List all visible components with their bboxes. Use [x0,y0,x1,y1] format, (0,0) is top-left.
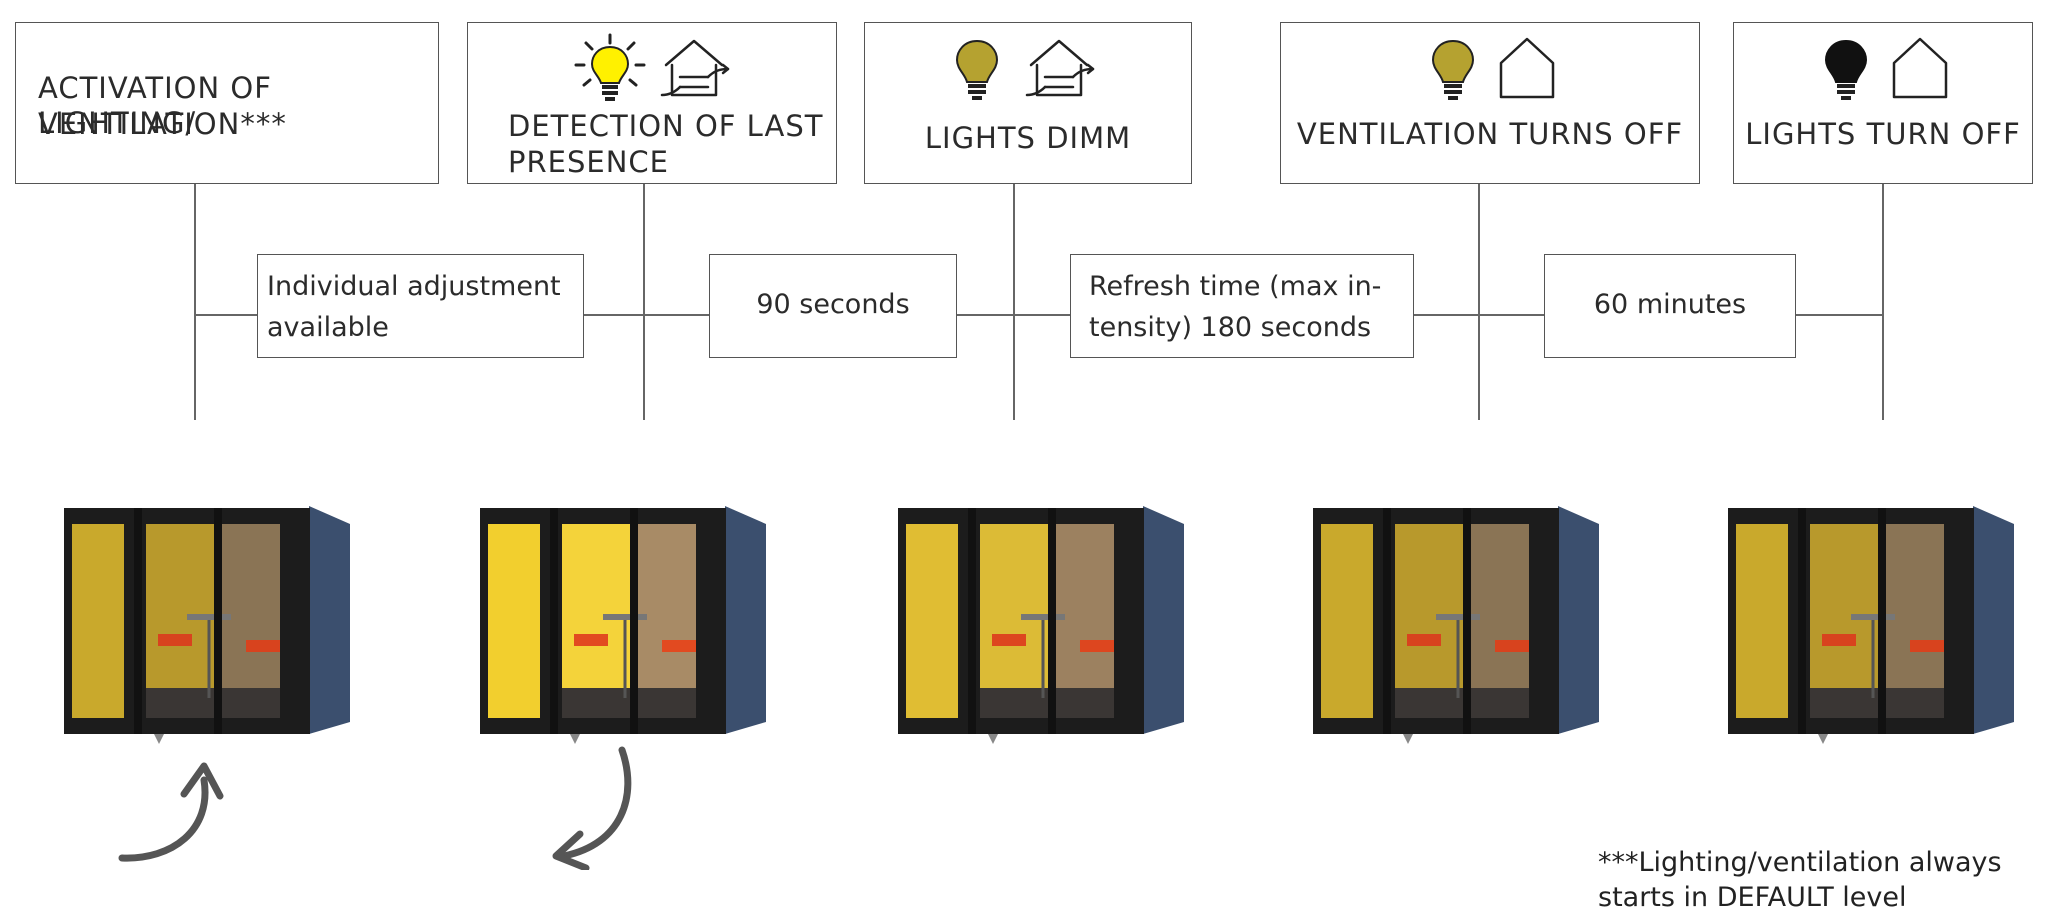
bulb-dimmed-icon [955,39,999,100]
booth-chair [158,634,192,646]
booth-illustration-3 [898,506,1184,744]
curved-arrow-down-icon [552,746,632,870]
booth-side-panel [725,506,766,734]
stage-label-line2: PRESENCE [508,145,669,179]
booth-table [1851,614,1895,620]
booth-wall [1321,524,1373,718]
timeline-line [194,314,1883,316]
booth-side-panel [309,506,350,734]
footnote-line2: starts in DEFAULT level [1598,882,1907,914]
stage-label-line1: LIGHTS DIMM [924,121,1132,155]
booth-floor [562,688,696,718]
connector-line [194,184,196,420]
booth-illustration-1 [64,506,350,744]
stage-box-ventilation-off: VENTILATION TURNS OFF [1280,22,1700,184]
curved-arrow-up-icon [118,762,224,862]
booth-chair [1910,640,1944,652]
house-icon [1892,37,1948,99]
booth-wall [1471,524,1529,718]
booth-side-panel [1558,506,1599,734]
interval-label-line2: available [267,312,389,343]
interval-box-90-seconds: 90 seconds [709,254,957,358]
booth-chair [1407,634,1441,646]
booth-wall [1886,524,1944,718]
booth-wall [906,524,958,718]
booth-illustration-4 [1313,506,1599,744]
footnote: ***Lighting/ventilation always starts in… [1598,845,2002,915]
booth-chair [246,640,280,652]
booth-side-panel [1973,506,2014,734]
stage-label-line2: VENTILATION*** [38,107,287,141]
booth-table [1436,614,1480,620]
house-ventilation-icon [660,39,730,97]
booth-chair [1080,640,1114,652]
connector-line [643,184,645,420]
interval-label-line1: 60 minutes [1593,289,1747,320]
booth-wall [1056,524,1114,718]
booth-floor [980,688,1114,718]
booth-wall [488,524,540,718]
footnote-line1: ***Lighting/ventilation always [1598,847,2002,878]
booth-chair [992,634,1026,646]
booth-floor [1395,688,1529,718]
connector-line [1882,184,1884,420]
booth-chair [662,640,696,652]
booth-floor [146,688,280,718]
connector-line [1013,184,1015,420]
booth-floor [1810,688,1944,718]
interval-label-line1: Refresh time (max in- [1089,271,1382,302]
booth-side-panel [1143,506,1184,734]
stage-box-lights-off: LIGHTS TURN OFF [1733,22,2033,184]
stage-label-line1: DETECTION OF LAST [508,109,824,143]
house-ventilation-icon [1025,39,1095,97]
booth-table [1021,614,1065,620]
booth-chair [574,634,608,646]
bulb-dimmed-icon [1431,39,1475,100]
stage-box-dimm: LIGHTS DIMM [864,22,1192,184]
booth-illustration-5 [1728,506,2014,744]
interval-box-60-minutes: 60 minutes [1544,254,1796,358]
interval-box-individual: Individual adjustment available [257,254,584,358]
bulb-bright-icon [574,33,646,101]
interval-box-refresh: Refresh time (max in- tensity) 180 secon… [1070,254,1414,358]
bulb-off-icon [1824,39,1868,100]
booth-illustration-2 [480,506,766,744]
booth-wall [72,524,124,718]
booth-chair [1822,634,1856,646]
interval-label-line2: tensity) 180 seconds [1089,312,1372,343]
booth-wall [1736,524,1788,718]
interval-label-line1: Individual adjustment [267,271,561,302]
stage-box-activation: ACTIVATION OF LIGHTING/ VENTILATION*** [15,22,439,184]
stage-label-line1: ACTIVATION OF LIGHTING/ [38,71,272,141]
stage-box-detection: DETECTION OF LAST PRESENCE [467,22,837,184]
house-icon [1499,37,1555,99]
booth-table [603,614,647,620]
booth-chair [1495,640,1529,652]
booth-wall [222,524,280,718]
interval-label-line1: 90 seconds [756,289,910,320]
stage-label-line1: LIGHTS TURN OFF [1745,117,2021,151]
booth-table [187,614,231,620]
booth-wall [638,524,696,718]
stage-label-line1: VENTILATION TURNS OFF [1296,117,1684,151]
connector-line [1478,184,1480,420]
